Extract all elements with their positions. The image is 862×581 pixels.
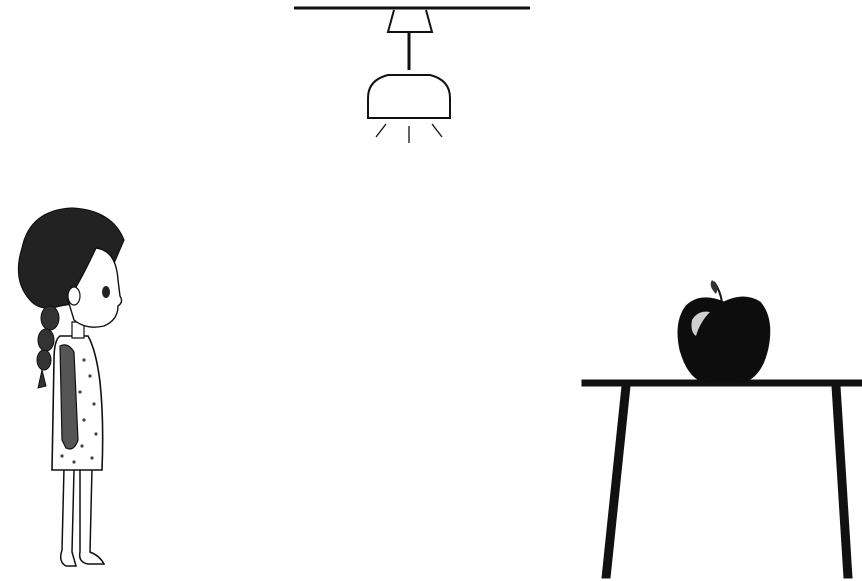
- girl-eye: [102, 286, 110, 298]
- girl-ear: [68, 287, 80, 305]
- girl-legs: [61, 468, 104, 566]
- light-rays: [376, 124, 442, 143]
- apple-leaf: [711, 280, 718, 294]
- table-leg-left: [602, 386, 630, 578]
- lamp-shade: [368, 75, 450, 118]
- ceiling-lamp: [294, 8, 530, 143]
- lamp-mount: [388, 10, 432, 32]
- table-leg-right: [832, 386, 852, 578]
- apple-body: [678, 297, 770, 384]
- table: [582, 380, 862, 578]
- apple: [678, 280, 770, 384]
- girl: [18, 208, 124, 566]
